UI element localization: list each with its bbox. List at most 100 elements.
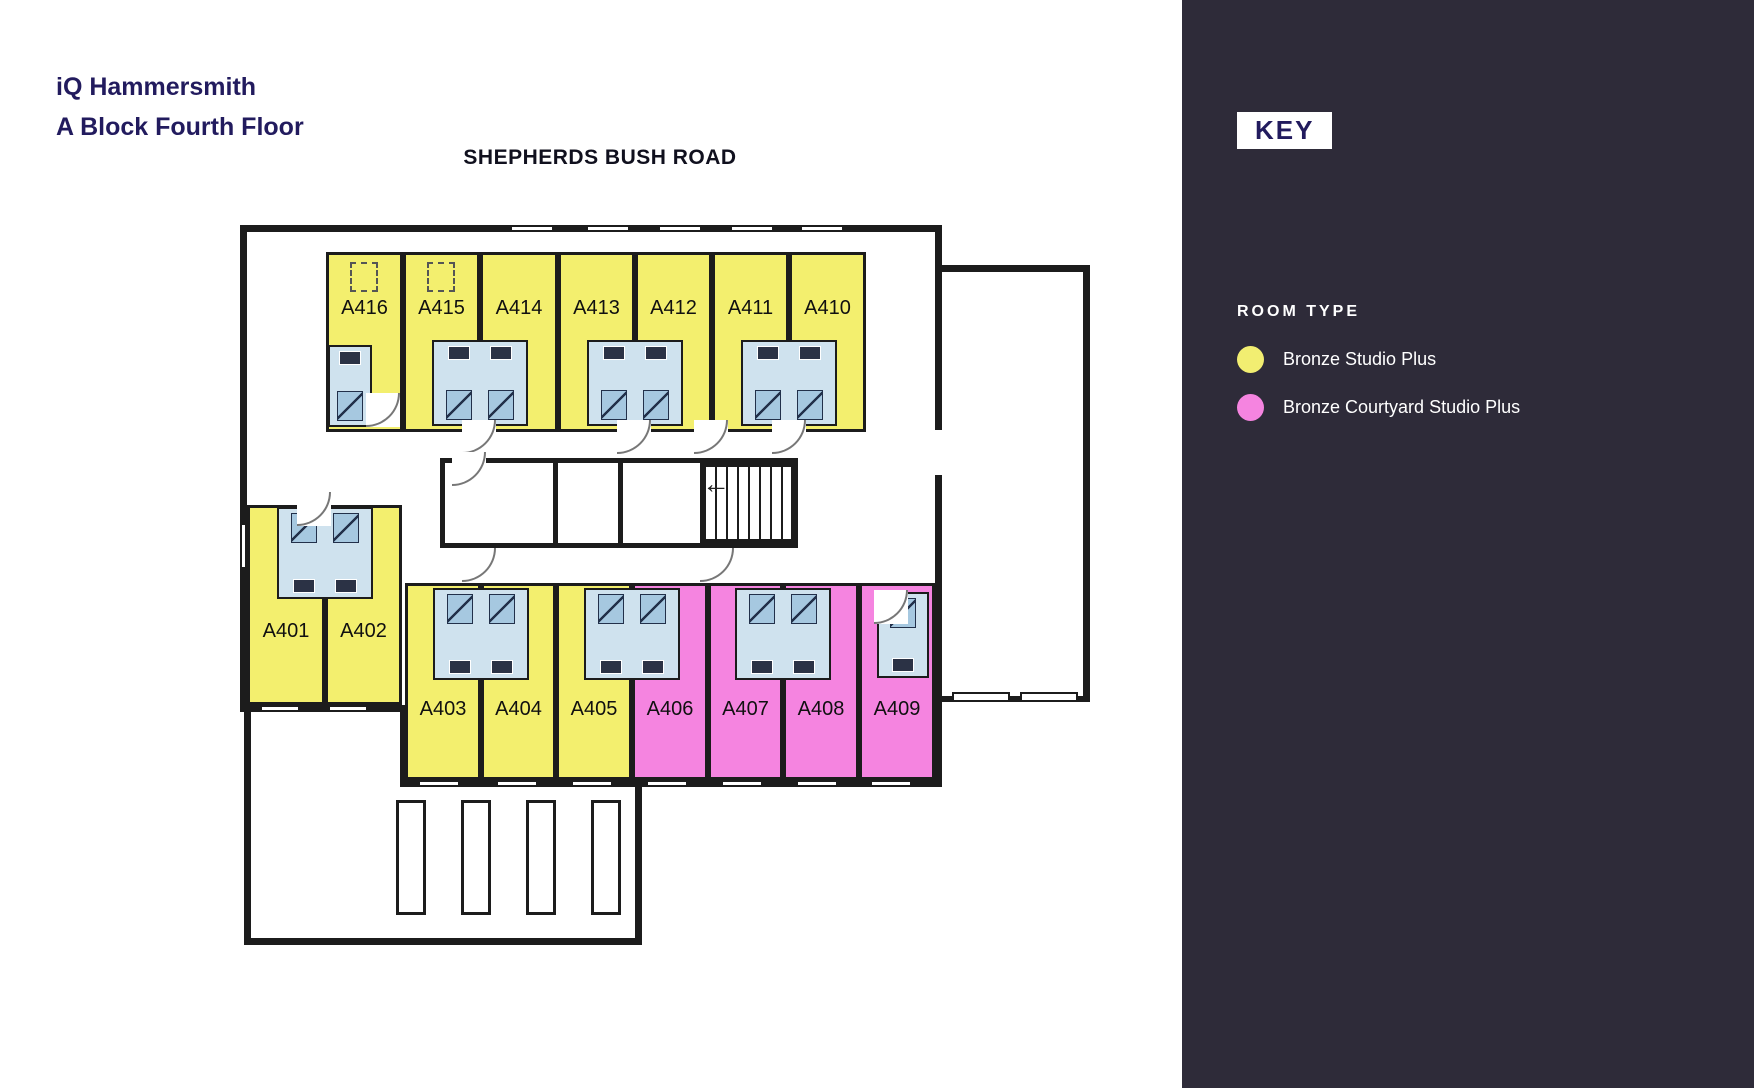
- room-label: A404: [495, 698, 542, 720]
- bed-icon: [446, 390, 472, 420]
- key-sidebar: KEY ROOM TYPE Bronze Studio Plus Bronze …: [1182, 0, 1754, 1088]
- window-marker: [330, 705, 366, 712]
- wall-segment: [635, 787, 642, 945]
- wall-segment: [244, 712, 251, 945]
- bronze-courtyard-studio-plus-swatch-icon: [1237, 394, 1264, 421]
- kitchenette-icon: [757, 346, 779, 360]
- kitchenette-icon: [645, 346, 667, 360]
- kitchenette-icon: [751, 660, 773, 674]
- legend-label: Bronze Courtyard Studio Plus: [1283, 397, 1521, 417]
- balcony: [461, 800, 491, 915]
- door-swing-icon: [462, 548, 496, 582]
- kitchenette-icon: [799, 346, 821, 360]
- bathroom-pod: [328, 345, 372, 427]
- bed-icon: [447, 594, 473, 624]
- window-marker: [798, 780, 836, 787]
- bed-icon: [601, 390, 627, 420]
- wall-segment: [935, 225, 942, 583]
- wall-segment: [935, 583, 942, 787]
- room-label: A411: [727, 297, 774, 319]
- kitchenette-icon: [892, 658, 914, 672]
- window-marker: [660, 225, 700, 232]
- wall-segment: [240, 705, 407, 712]
- room-label: A406: [646, 698, 694, 720]
- door-swing-icon: [700, 548, 734, 582]
- bathroom-pod: [584, 588, 680, 680]
- bed-icon: [791, 594, 817, 624]
- room-label: A408: [797, 698, 845, 720]
- skylight-dashed-box: [350, 262, 378, 292]
- bed-icon: [797, 390, 823, 420]
- stairs: [700, 463, 795, 543]
- balcony: [591, 800, 621, 915]
- legend: Bronze Studio Plus Bronze Courtyard Stud…: [1237, 346, 1520, 421]
- bed-icon: [333, 513, 359, 543]
- bed-icon: [643, 390, 669, 420]
- room-label: A410: [804, 297, 851, 319]
- window-marker: [723, 780, 761, 787]
- balcony-railing: [1020, 692, 1078, 702]
- room-A407: A407: [708, 583, 783, 780]
- room-label: A409: [873, 698, 921, 720]
- bed-icon: [337, 391, 363, 421]
- balcony: [396, 800, 426, 915]
- wall-segment: [244, 938, 642, 945]
- room-label: A405: [570, 698, 618, 720]
- window-marker: [512, 225, 552, 232]
- bed-icon: [749, 594, 775, 624]
- door-swing-icon: [452, 452, 486, 486]
- door-swing-icon: [366, 393, 400, 427]
- bathroom-pod: [735, 588, 831, 680]
- kitchenette-icon: [600, 660, 622, 674]
- legend-label: Bronze Studio Plus: [1283, 349, 1437, 369]
- kitchenette-icon: [490, 346, 512, 360]
- wall-segment: [400, 705, 407, 787]
- kitchenette-icon: [339, 351, 361, 365]
- kitchenette-icon: [491, 660, 513, 674]
- key-title: KEY: [1237, 112, 1333, 149]
- window-marker: [573, 780, 611, 787]
- bathroom-pod: [433, 588, 529, 680]
- door-swing-icon: [617, 420, 651, 454]
- bed-icon: [640, 594, 666, 624]
- room-label: A402: [340, 620, 387, 642]
- page-title-line2: A Block Fourth Floor: [56, 113, 304, 141]
- room-label: A407: [722, 698, 769, 720]
- room-label: A416: [341, 297, 388, 319]
- kitchenette-icon: [293, 579, 315, 593]
- window-marker: [802, 225, 842, 232]
- room-type-heading: ROOM TYPE: [1237, 303, 1361, 320]
- wall-segment: [240, 225, 247, 712]
- window-marker: [240, 525, 247, 567]
- balcony: [526, 800, 556, 915]
- window-marker: [588, 225, 628, 232]
- bathroom-pod: [741, 340, 837, 426]
- balcony-railing: [952, 692, 1010, 702]
- room-label: A413: [573, 297, 620, 319]
- wall-segment: [553, 458, 558, 548]
- door-swing-icon: [772, 420, 806, 454]
- road-label: SHEPHERDS BUSH ROAD: [463, 146, 737, 169]
- kitchenette-icon: [642, 660, 664, 674]
- wall-segment: [942, 696, 1083, 702]
- kitchenette-icon: [793, 660, 815, 674]
- door-swing-icon: [694, 420, 728, 454]
- wall-segment: [1083, 265, 1090, 702]
- bed-icon: [755, 390, 781, 420]
- bed-icon: [488, 390, 514, 420]
- bed-icon: [489, 594, 515, 624]
- wall-segment: [618, 458, 623, 548]
- legend-item-bronze-courtyard-studio-plus: Bronze Courtyard Studio Plus: [1237, 394, 1520, 421]
- room-label: A415: [418, 297, 465, 319]
- page-title-line1: iQ Hammersmith: [56, 73, 257, 101]
- door-swing-icon: [297, 492, 331, 526]
- skylight-dashed-box: [427, 262, 455, 292]
- room-label: A412: [650, 297, 697, 319]
- legend-item-bronze-studio-plus: Bronze Studio Plus: [1237, 346, 1520, 373]
- door-swing-icon: [462, 420, 496, 454]
- bronze-studio-plus-swatch-icon: [1237, 346, 1264, 373]
- window-marker: [872, 780, 910, 787]
- bed-icon: [598, 594, 624, 624]
- window-marker: [498, 780, 536, 787]
- bathroom-pod: [587, 340, 683, 426]
